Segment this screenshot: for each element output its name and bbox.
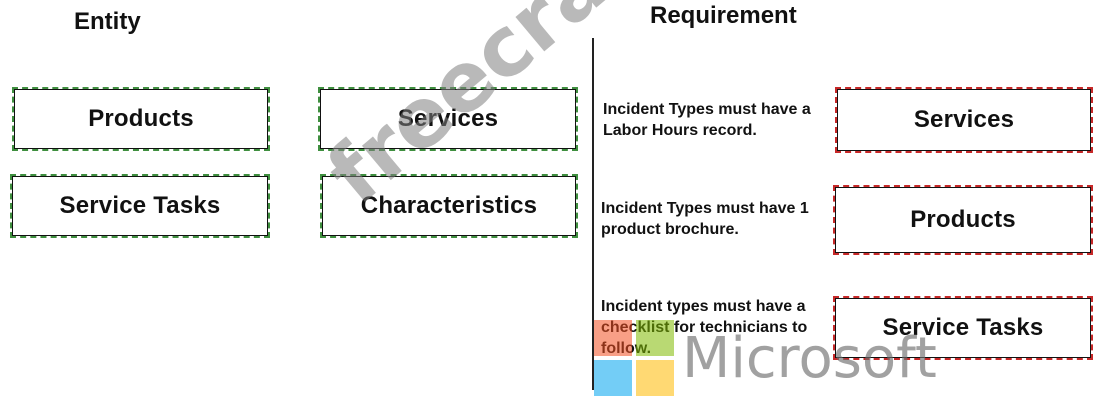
column-divider — [592, 38, 594, 390]
requirement-text: Incident types must have a checklist for… — [601, 298, 808, 357]
requirement-text: Incident Types must have 1 product broch… — [601, 200, 809, 238]
source-item-characteristics[interactable]: Characteristics — [320, 174, 578, 238]
requirement-header: Requirement — [650, 2, 797, 29]
answer-slot[interactable]: Services — [835, 87, 1093, 153]
entity-header: Entity — [74, 8, 141, 35]
source-item-products[interactable]: Products — [12, 87, 270, 151]
answer-slot[interactable]: Products — [833, 185, 1093, 255]
source-item-services[interactable]: Services — [318, 87, 578, 151]
answer-slot[interactable]: Service Tasks — [833, 296, 1093, 360]
source-item-service-tasks[interactable]: Service Tasks — [10, 174, 270, 238]
requirement-text: Incident Types must have a Labor Hours r… — [603, 101, 811, 139]
